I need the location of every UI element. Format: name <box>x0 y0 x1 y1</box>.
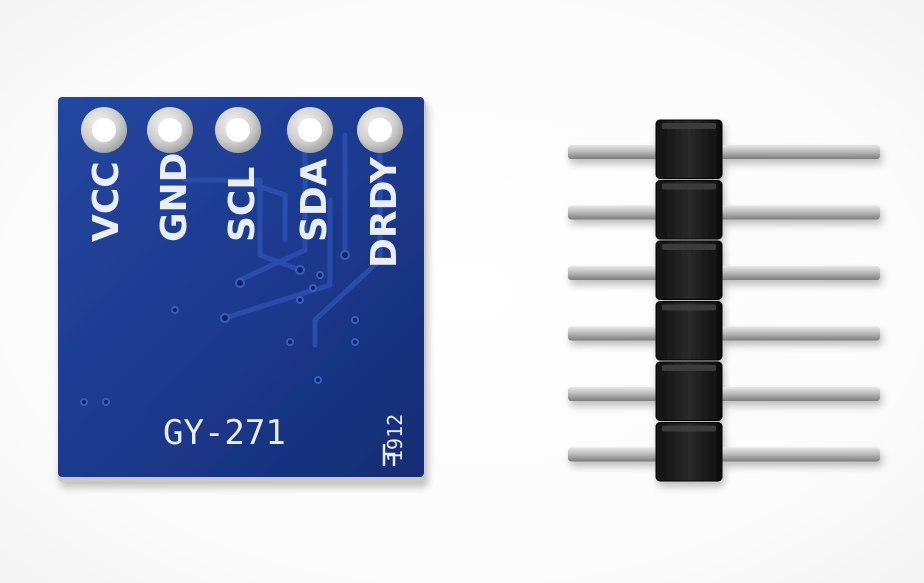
header-segment-highlight <box>662 123 716 129</box>
header-plastic-segment <box>655 180 723 240</box>
pad-gnd <box>147 107 193 153</box>
header-pin <box>568 387 880 401</box>
header-pin <box>568 326 880 341</box>
pin-label-gnd: GND <box>154 152 195 242</box>
pcb-vias <box>80 250 359 406</box>
header-segment-highlight <box>662 183 716 190</box>
header-pin <box>568 266 880 280</box>
header-segment-highlight <box>662 244 716 250</box>
header-pin <box>568 205 880 220</box>
pin-label-vcc: VCC <box>86 161 127 242</box>
header-plastic-segment <box>655 301 723 361</box>
header-pin <box>568 447 880 462</box>
header-pin <box>568 145 880 159</box>
gy-271-board: VCC GND SCL SDA DRDY GY-271 1912 <box>58 97 426 482</box>
header-segment-highlight <box>662 365 716 371</box>
pad-scl <box>215 107 261 153</box>
header-plastic-segment <box>655 240 723 300</box>
maker-logo-icon <box>382 444 396 466</box>
pin-label-drdy: DRDY <box>364 156 405 268</box>
pin-label-sda: SDA <box>294 158 335 242</box>
header-plastic-segment <box>655 361 723 421</box>
pin-pads <box>81 107 403 153</box>
pin-header <box>568 119 880 482</box>
date-code: 1912 <box>383 414 407 462</box>
header-segment-highlight <box>662 304 716 311</box>
pin-label-scl: SCL <box>222 167 263 242</box>
model-label: GY-271 <box>163 413 286 453</box>
header-plastic-segment <box>655 119 723 179</box>
header-plastic-segment <box>655 422 723 482</box>
pad-vcc <box>81 107 127 153</box>
date-code-group: 1912 <box>382 414 407 466</box>
pad-sda <box>287 107 333 153</box>
pad-drdy <box>357 107 403 153</box>
header-segment-highlight <box>662 425 716 432</box>
